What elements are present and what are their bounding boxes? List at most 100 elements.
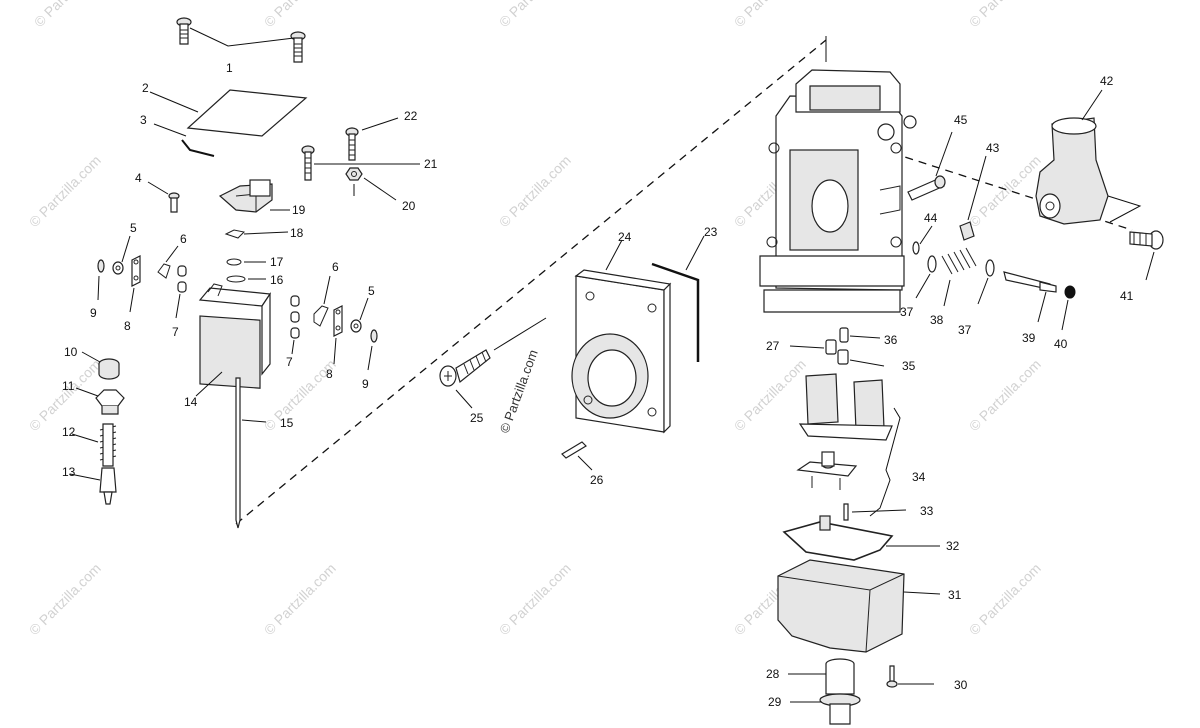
watermark: © Partzilla.com — [261, 560, 339, 638]
callout-6: 6 — [180, 232, 187, 246]
callout-3: 3 — [140, 113, 147, 127]
callout-44: 44 — [924, 211, 938, 225]
callout-32: 32 — [946, 539, 960, 553]
float-assembly-34 — [798, 373, 901, 517]
pin-33 — [843, 503, 907, 521]
callout-37: 37 — [958, 323, 972, 337]
watermark: © Partzilla.com — [26, 152, 104, 230]
callout-7: 7 — [286, 355, 293, 369]
callout-34: 34 — [912, 470, 926, 484]
small-parts-right — [290, 275, 378, 371]
callout-10: 10 — [64, 345, 78, 359]
callout-25: 25 — [470, 411, 484, 425]
oring-44 — [912, 225, 933, 255]
intake-manifold-24 — [571, 239, 672, 434]
cover-plate-2 — [149, 89, 308, 137]
screw-22 — [345, 117, 399, 161]
callout-29: 29 — [768, 695, 782, 709]
screw-21 — [301, 145, 420, 181]
watermark: © Partzilla.com — [731, 356, 809, 434]
assembly-guide-lines — [235, 36, 1133, 525]
callout-43: 43 — [986, 141, 1000, 155]
watermark: © Partzilla.com — [26, 560, 104, 638]
callout-16: 16 — [270, 273, 284, 287]
callout-9: 9 — [90, 306, 97, 320]
plug-43 — [959, 155, 987, 241]
callout-2: 2 — [142, 81, 149, 95]
nut-20 — [345, 167, 397, 201]
needle-holder-19 — [218, 179, 290, 213]
callout-39: 39 — [1022, 331, 1036, 345]
callout-40: 40 — [1054, 337, 1068, 351]
e-clip-17 — [226, 258, 266, 266]
callout-12: 12 — [62, 425, 76, 439]
callout-11: 11 — [62, 379, 75, 393]
callout-36: 36 — [884, 333, 898, 347]
needle-valve — [796, 451, 858, 490]
callout-19: 19 — [292, 203, 306, 217]
gasket-3 — [153, 123, 215, 157]
callout-20: 20 — [402, 199, 416, 213]
throttle-slide-14 — [195, 283, 272, 397]
callout-4: 4 — [135, 171, 142, 185]
callout-24: 24 — [618, 230, 632, 244]
callout-1: 1 — [226, 61, 233, 75]
screw-4 — [147, 181, 180, 213]
callout-15: 15 — [280, 416, 294, 430]
callout-27: 27 — [766, 339, 780, 353]
watermark: © Partzilla.com — [31, 0, 109, 30]
fitting-45 — [907, 131, 953, 201]
callout-42: 42 — [1100, 74, 1114, 88]
callout-14: 14 — [184, 395, 198, 409]
callout-38: 38 — [930, 313, 944, 327]
watermark: © Partzilla.com — [731, 0, 809, 30]
watermark: © Partzilla.com — [966, 356, 1044, 434]
callout-22: 22 — [404, 109, 418, 123]
callout-28: 28 — [766, 667, 780, 681]
callout-17: 17 — [270, 255, 284, 269]
watermark: © Partzilla.com — [966, 560, 1044, 638]
callout-18: 18 — [290, 226, 304, 240]
callout-31: 31 — [948, 588, 962, 602]
callout-9: 9 — [362, 377, 369, 391]
screw-25 — [439, 317, 547, 409]
callout-13: 13 — [62, 465, 76, 479]
callout-6: 6 — [332, 260, 339, 274]
pin-26 — [561, 441, 593, 471]
screw-30 — [886, 665, 934, 688]
callout-5: 5 — [130, 221, 137, 235]
bowl-gasket-32 — [782, 515, 940, 561]
callout-37: 37 — [900, 305, 914, 319]
screw-41 — [1129, 230, 1164, 281]
watermark: © Partzilla.com — [496, 152, 574, 230]
screw-1 — [176, 17, 306, 63]
jets-27-35-36 — [789, 327, 885, 367]
carburetor-body — [759, 69, 917, 313]
callout-8: 8 — [326, 367, 333, 381]
callout-30: 30 — [954, 678, 968, 692]
throttle-housing-42 — [1035, 89, 1142, 225]
watermark: © Partzilla.com — [496, 0, 574, 30]
callout-5: 5 — [368, 284, 375, 298]
watermark: © Partzilla.com — [966, 0, 1044, 30]
gasket-23 — [651, 235, 705, 362]
callout-45: 45 — [954, 113, 968, 127]
drain-fitting-28-29 — [788, 658, 861, 725]
callout-33: 33 — [920, 504, 934, 518]
watermark: © Partzilla.com — [497, 348, 541, 435]
watermark: © Partzilla.com — [966, 152, 1044, 230]
callout-21: 21 — [424, 157, 438, 171]
washer-16 — [226, 275, 266, 283]
callout-35: 35 — [902, 359, 916, 373]
watermark: © Partzilla.com — [261, 0, 339, 30]
watermark: © Partzilla.com — [26, 356, 104, 434]
pilot-screw-parts — [69, 351, 125, 505]
callout-8: 8 — [124, 319, 131, 333]
watermark: © Partzilla.com — [496, 560, 574, 638]
callout-41: 41 — [1120, 289, 1134, 303]
idle-screw-assembly — [915, 247, 1076, 331]
small-parts-left — [97, 235, 187, 319]
jet-needle-15 — [235, 377, 267, 529]
callout-23: 23 — [704, 225, 718, 239]
